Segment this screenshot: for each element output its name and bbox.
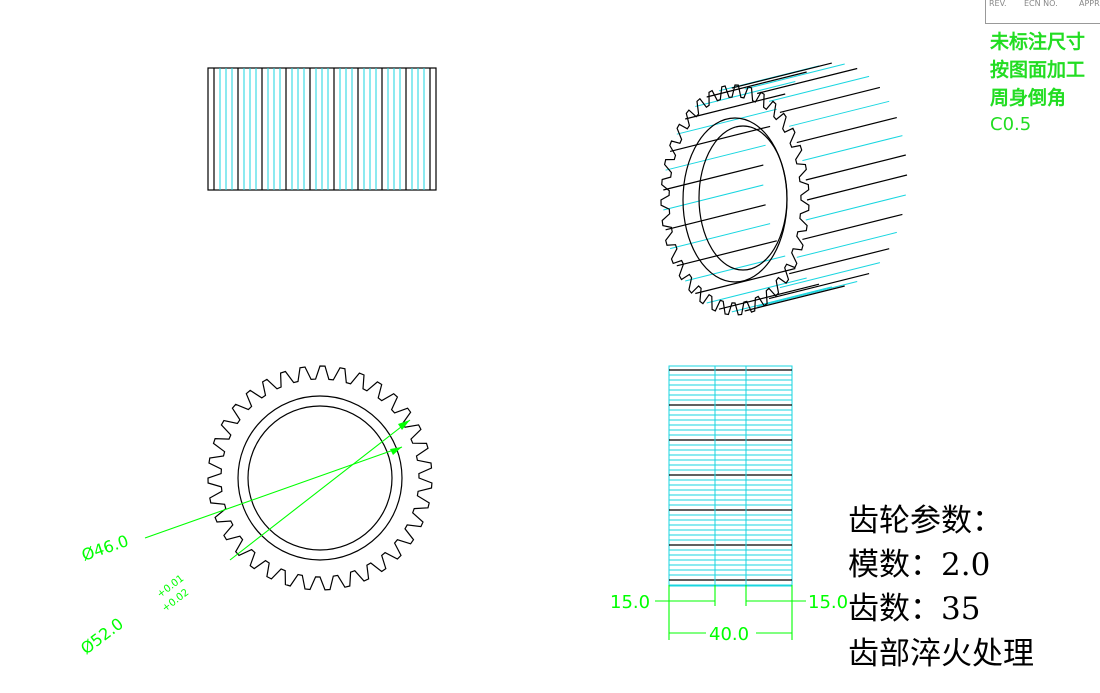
rev-label: REV. [989,0,1007,8]
iso-tooth-line [665,144,766,171]
gear-params-module: 模数：2.0 [848,547,991,583]
iso-tooth-line [789,248,890,275]
iso-tooth-line [768,273,870,300]
appr-label: APPR [1079,0,1100,8]
iso-tooth-line [676,108,777,135]
iso-tooth-line [757,67,858,95]
iso-tooth-line [802,213,903,240]
iso-tooth-line [806,174,908,201]
arrow-icon [390,447,402,455]
bore-outer-circle [237,395,403,561]
iso-tooth-line [685,93,786,120]
iso-tooth-line [744,63,845,90]
title-block: REV. ECN NO. APPR [985,0,1100,24]
front-view [207,365,433,591]
top-view [207,67,437,191]
bore-inner-circle [247,405,393,551]
outer-dia-label: Ø52.0 [77,614,127,658]
side-view [668,365,793,587]
gear-outline [207,365,433,591]
inner-dia-dimension: Ø46.0 [79,446,403,565]
right-length-label: 15.0 [808,592,848,613]
iso-tooth-line [796,117,897,144]
note-line-2: 按图面加工 [990,59,1086,81]
gear-params-treatment: 齿部淬火处理 [848,636,1034,672]
iso-tooth-line [676,240,777,267]
note-line-4: C0.5 [990,114,1032,135]
total-length-label: 40.0 [709,624,749,645]
length-dimensions: 15.0 15.0 40.0 [610,585,848,645]
note-line-1: 未标注尺寸 [990,31,1086,53]
arrow-icon [398,420,410,430]
iso-tooth-line [805,154,906,181]
inner-dia-label: Ø46.0 [79,531,131,565]
iso-front-face [660,84,810,316]
iso-tooth-line [779,262,881,289]
gear-params-teeth: 齿数：35 [848,591,981,627]
iso-tooth-line [663,164,764,191]
iso-tooth-line [731,286,832,313]
iso-tooth-line [663,184,764,211]
iso-tooth-line [731,62,832,89]
iso-tooth-line [669,125,771,152]
iso-tooth-line [779,86,881,113]
iso-tooth-line [744,285,845,312]
iso-tooth-line [706,71,807,98]
iso-tooth-line [669,223,771,250]
iso-tooth-line [805,194,906,221]
iso-tooth-line [706,277,807,304]
gear-params-heading: 齿轮参数： [848,503,1003,539]
side-view-outline [668,365,793,587]
note-line-3: 周身倒角 [990,87,1067,109]
iso-tooth-line [789,100,890,127]
left-length-label: 15.0 [610,592,650,613]
iso-tooth-line [802,135,903,162]
iso-tooth-line [796,231,897,258]
ecn-label: ECN NO. [1024,0,1058,8]
iso-bore-inner [698,125,788,271]
iso-view [660,62,908,316]
iso-tooth-line [768,75,870,102]
iso-tooth-line [757,281,858,307]
iso-tooth-line [665,204,766,231]
